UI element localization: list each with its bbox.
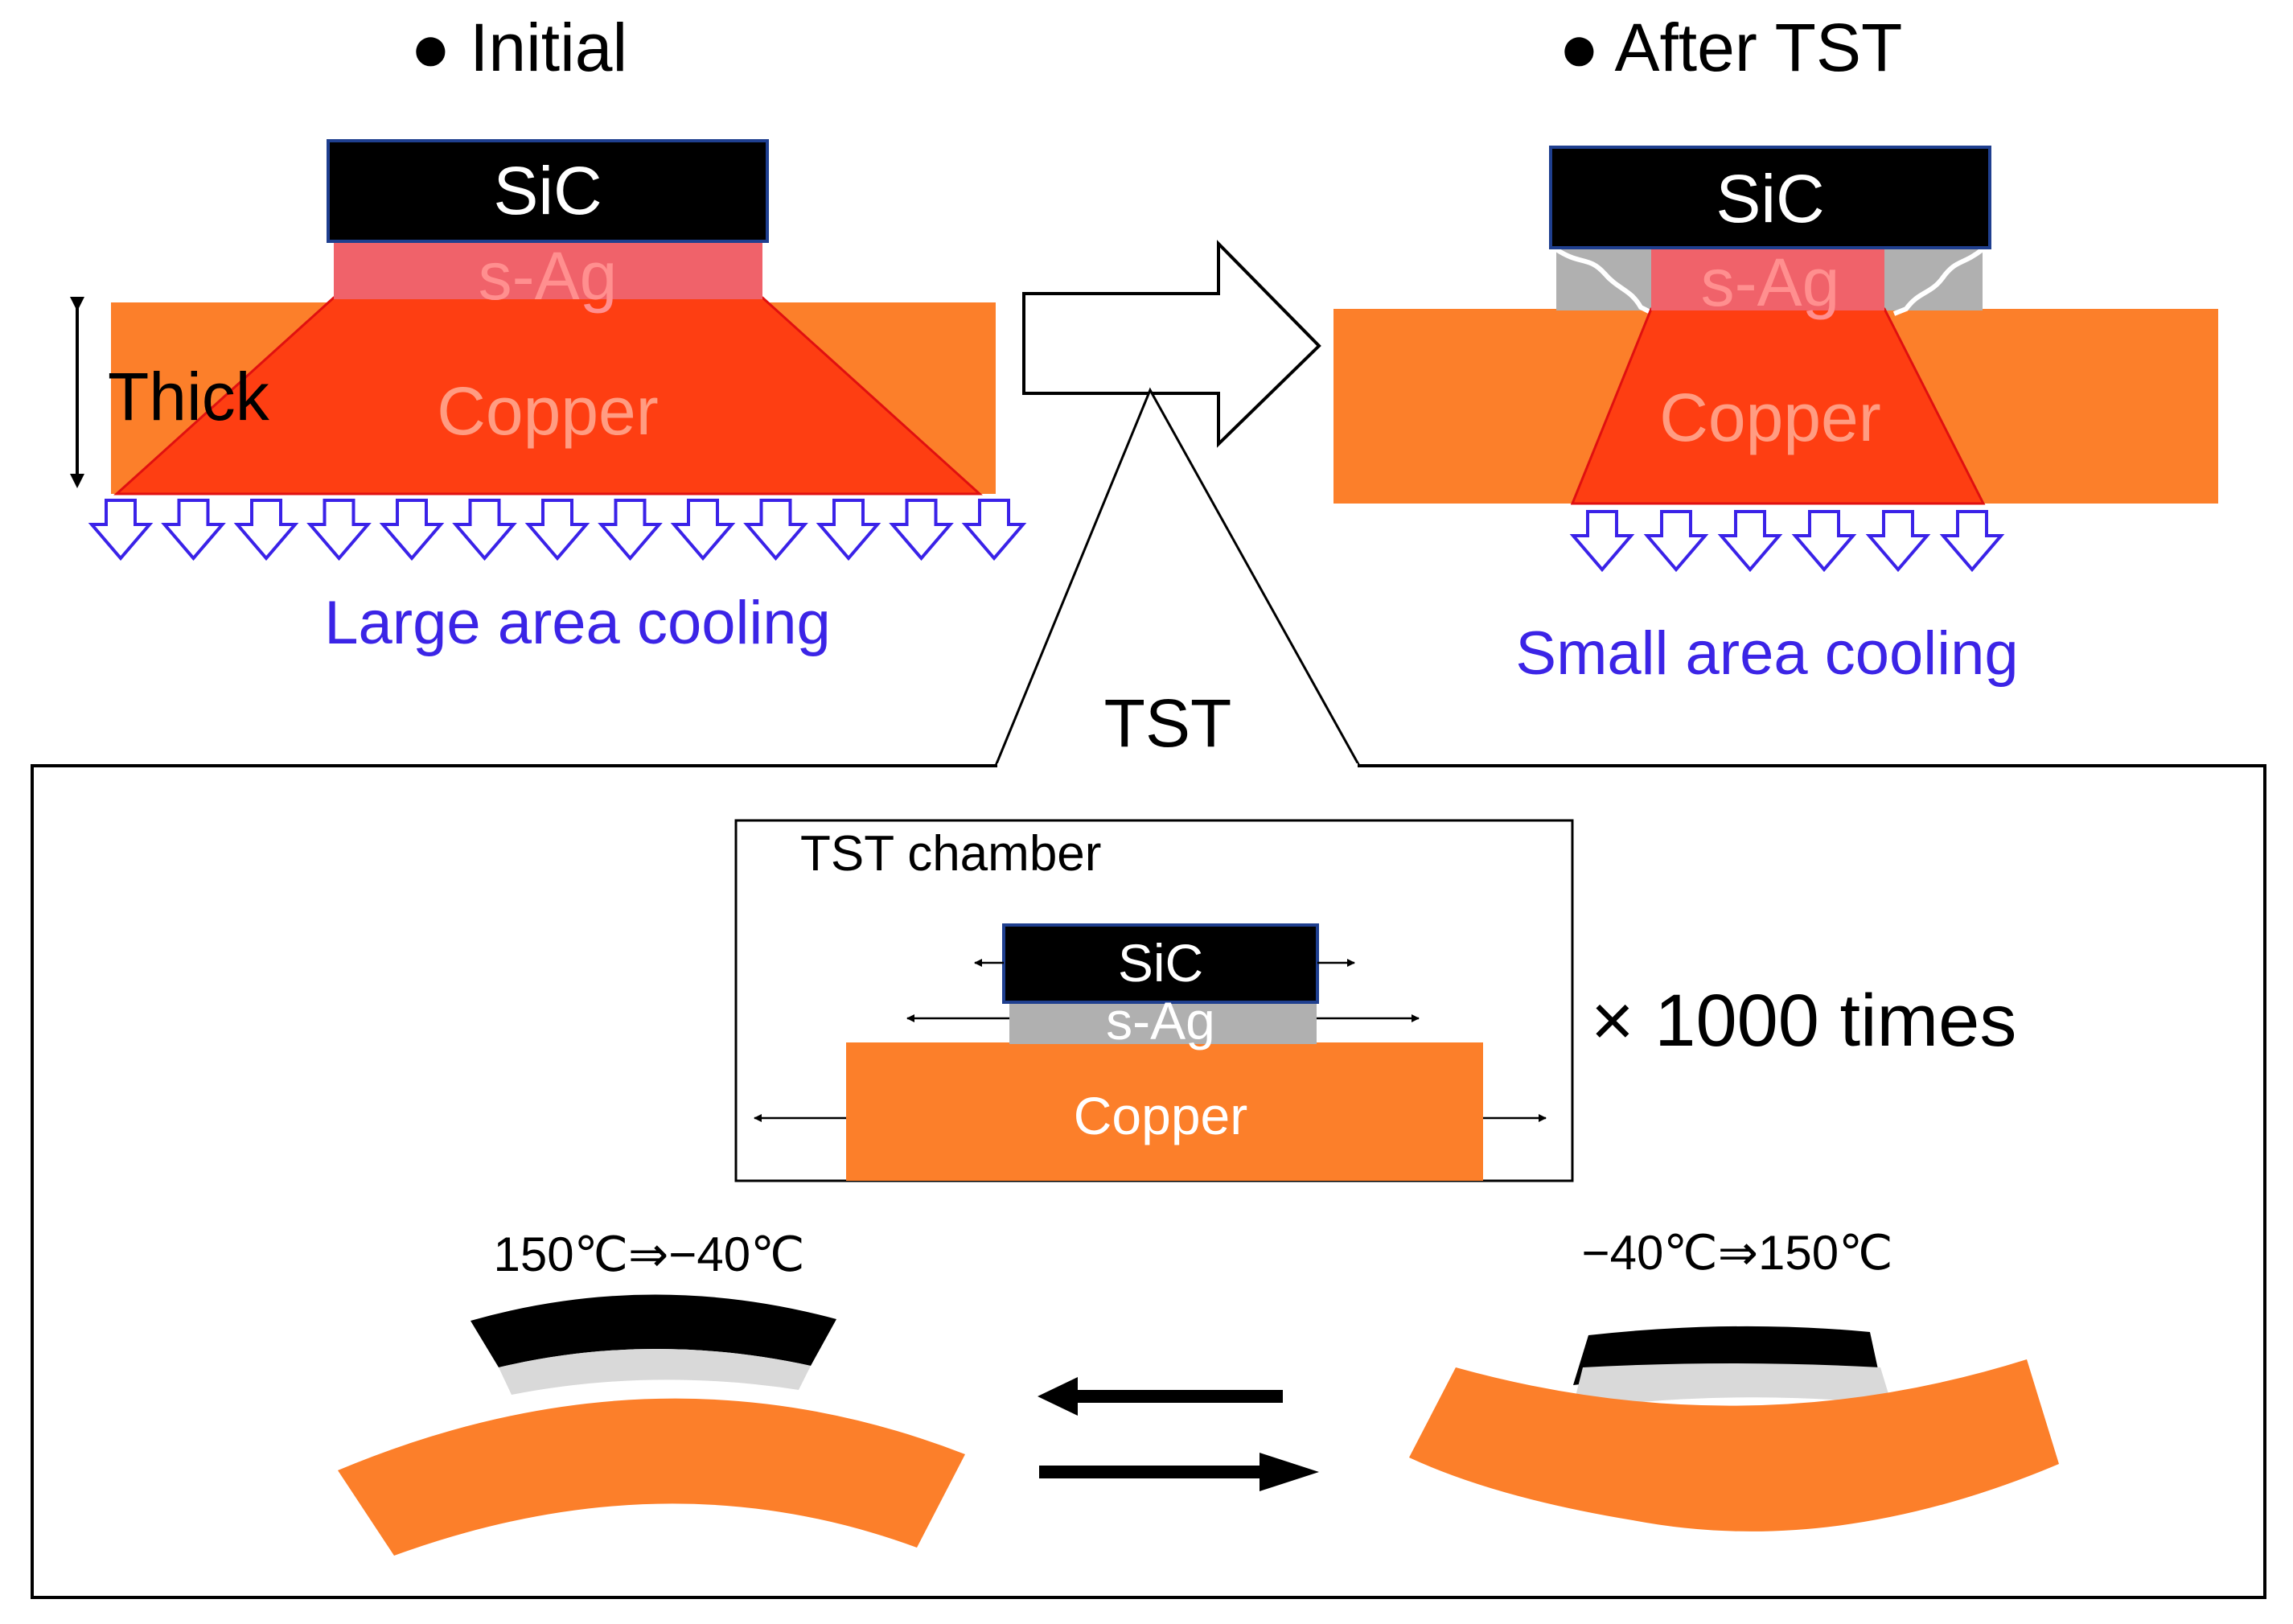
initial-cooling-label: Large area cooling: [324, 589, 831, 657]
after-cooling-label: Small area cooling: [1515, 619, 2018, 688]
transition-arrow: [1022, 240, 1321, 448]
after-copper-label: Copper: [1659, 380, 1881, 455]
initial-cooling-arrow-2: [161, 499, 226, 561]
initial-cooling-arrow-3: [233, 499, 299, 561]
initial-sic-label: SiC: [493, 153, 602, 228]
cooled-copper-block: [338, 1398, 965, 1556]
cooled-assembly: 150℃⇒−40℃: [338, 1227, 965, 1556]
after-sag-label: s-Ag: [1701, 245, 1840, 320]
chamber-sag-layer: [1009, 1002, 1317, 1044]
after-cooling-arrow-3: [1717, 510, 1783, 573]
after-cooling-arrow-5: [1865, 510, 1931, 573]
initial-cooling-arrow-1: [88, 499, 154, 561]
initial-cooling-arrow-5: [379, 499, 445, 561]
after-crack-right: [1892, 247, 1984, 316]
initial-cooling-arrow-13: [961, 499, 1027, 561]
after-cooling-arrow-1: [1569, 510, 1635, 573]
initial-cooling-arrow-6: [452, 499, 517, 561]
initial-sic-chip: [327, 139, 769, 243]
chamber-copper-label: Copper: [1074, 1086, 1247, 1145]
after-cooling-arrows: [1569, 510, 2005, 573]
initial-cooling-arrow-10: [743, 499, 808, 561]
initial-copper-label: Copper: [437, 373, 659, 449]
initial-cooling-arrows: [88, 499, 1027, 561]
initial-cooling-arrow-8: [598, 499, 663, 561]
cooled-sic-chip: [471, 1294, 836, 1367]
after-cooling-arrow-6: [1939, 510, 2005, 573]
tst-chamber-label: TST chamber: [800, 826, 1101, 882]
after-cooling-arrow-2: [1643, 510, 1709, 573]
cycle-arrows: [1038, 1377, 1319, 1491]
initial-cooling-arrow-12: [889, 499, 954, 561]
initial-sag-layer: [334, 241, 762, 299]
after-sic-chip: [1549, 146, 1991, 249]
after-sic-label: SiC: [1716, 161, 1824, 236]
initial-heading: ● Initial: [410, 10, 627, 85]
cooled-sag-layer: [499, 1348, 811, 1395]
heated-copper-block: [1409, 1359, 2059, 1531]
initial-cooling-arrow-11: [816, 499, 881, 561]
initial-panel: ● Initial SiC s-Ag Copper Thick Large ar…: [70, 10, 1027, 657]
cooling-transition-label: 150℃⇒−40℃: [494, 1227, 805, 1281]
tst-chamber: TST chamber SiC s-Ag Copper: [734, 819, 1574, 1182]
after-sag-layer: [1651, 248, 1884, 310]
initial-cooling-arrow-4: [306, 499, 372, 561]
initial-cooling-arrow-9: [670, 499, 736, 561]
initial-cooling-arrow-7: [524, 499, 590, 561]
chamber-sag-label: s-Ag: [1106, 991, 1215, 1050]
thick-label: Thick: [108, 359, 270, 434]
after-crack-left: [1555, 247, 1652, 315]
heated-assembly: −40℃⇒150℃: [1409, 1226, 2059, 1531]
initial-sag-label: s-Ag: [479, 238, 618, 314]
heated-sag-layer: [1572, 1363, 1892, 1409]
after-heading: ● After TST: [1559, 10, 1902, 85]
chamber-sic-label: SiC: [1118, 933, 1203, 993]
chamber-copper-block: [846, 1042, 1483, 1181]
cycle-arrow-left-head: [1038, 1377, 1078, 1416]
tst-label: TST: [1104, 685, 1232, 761]
after-cooling-arrow-4: [1791, 510, 1857, 573]
chamber-sic-chip: [1002, 923, 1319, 1004]
cycle-arrow-right-head: [1260, 1453, 1319, 1491]
heating-transition-label: −40℃⇒150℃: [1582, 1226, 1893, 1280]
repeat-count-label: × 1000 times: [1591, 980, 2016, 1062]
after-panel: ● After TST SiC s-Ag Copper Small area c…: [1333, 10, 2218, 688]
